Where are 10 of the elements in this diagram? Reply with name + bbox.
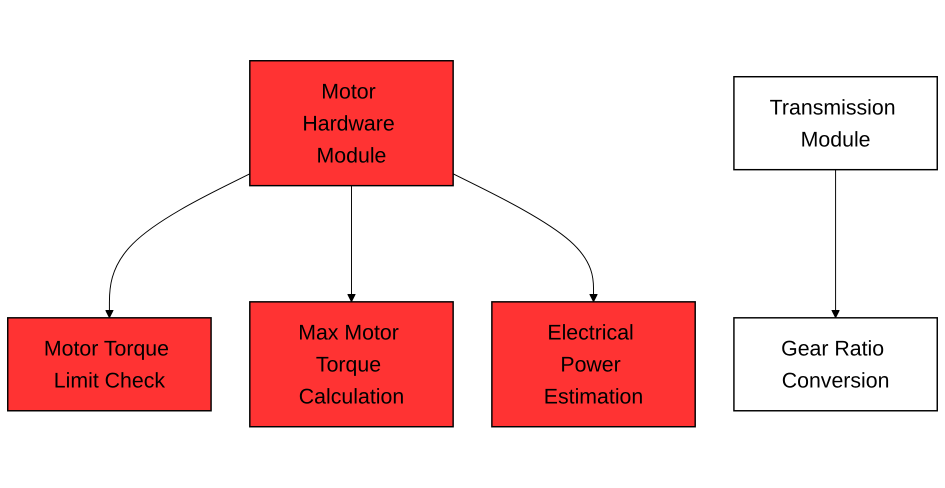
node-box: Max Motor Torque Calculation <box>249 301 454 428</box>
node-box: Transmission Module <box>733 76 938 171</box>
arrow <box>831 169 840 318</box>
arrow <box>105 174 250 318</box>
node-box: Motor Hardware Module <box>249 60 454 187</box>
arrow <box>347 185 356 302</box>
node-box: Motor Torque Limit Check <box>7 317 212 412</box>
node-box: Gear Ratio Conversion <box>733 317 938 412</box>
arrow <box>452 174 598 302</box>
node-box: Electrical Power Estimation <box>491 301 696 428</box>
